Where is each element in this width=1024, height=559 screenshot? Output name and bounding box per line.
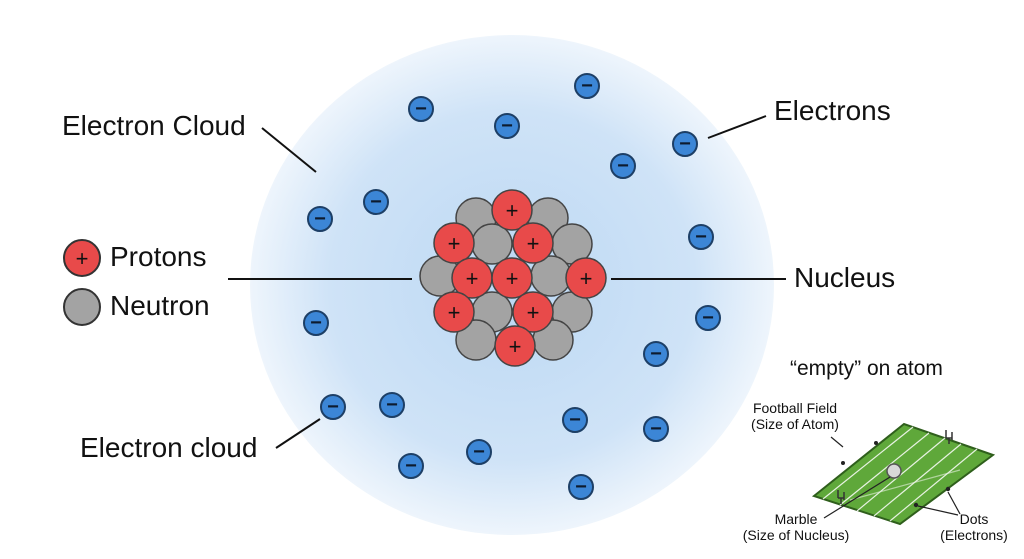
- football-field-inset: [811, 422, 996, 526]
- legend-neutron-label: Neutron: [110, 290, 210, 321]
- svg-text:−: −: [310, 312, 322, 334]
- electron: −: [695, 305, 721, 331]
- proton: [433, 291, 475, 333]
- electron: −: [363, 189, 389, 215]
- dots-label-title: Dots: [959, 511, 989, 527]
- proton-sign: +: [448, 231, 461, 256]
- svg-text:+: +: [76, 246, 89, 271]
- electron: −: [562, 407, 588, 433]
- neutron: [471, 223, 513, 265]
- proton: [491, 189, 533, 231]
- electron: −: [568, 474, 594, 500]
- label-electrons: Electrons: [774, 95, 891, 126]
- proton-sign: +: [580, 266, 593, 291]
- leader-electron-cloud-top: [261, 127, 317, 173]
- electron: −: [320, 394, 346, 420]
- marble: [886, 463, 902, 479]
- electron: −: [408, 96, 434, 122]
- proton-signs: + + + + + + + + +: [448, 198, 593, 359]
- electron: −: [494, 113, 520, 139]
- label-electron-cloud-top: Electron Cloud: [62, 110, 246, 141]
- leader-dots: [947, 491, 961, 515]
- svg-text:−: −: [650, 418, 662, 440]
- dots-label: Dots (Electrons): [934, 511, 1014, 543]
- svg-text:−: −: [575, 476, 587, 498]
- svg-text:−: −: [314, 208, 326, 230]
- field-label-sub: (Size of Atom): [751, 416, 839, 433]
- leader-marble: [823, 476, 891, 519]
- label-electron-cloud-bottom: Electron cloud: [80, 432, 258, 463]
- nucleus: [419, 189, 607, 367]
- svg-text:−: −: [650, 343, 662, 365]
- proton-sign: +: [509, 334, 522, 359]
- inset-title: “empty” on atom: [790, 357, 943, 380]
- svg-text:−: −: [702, 307, 714, 329]
- legend-protons-label: Protons: [110, 241, 207, 272]
- proton-sign: +: [527, 300, 540, 325]
- proton: [565, 257, 607, 299]
- leader-electron-cloud-bottom: [275, 418, 321, 449]
- svg-text:−: −: [415, 98, 427, 120]
- svg-text:−: −: [327, 396, 339, 418]
- proton-sign: +: [506, 266, 519, 291]
- proton-sign: +: [466, 266, 479, 291]
- field-label-title: Football Field: [752, 400, 838, 416]
- svg-text:−: −: [405, 455, 417, 477]
- goal-post-icon: [837, 490, 845, 504]
- electron: −: [574, 73, 600, 99]
- goal-post-icon: [945, 430, 953, 444]
- proton: [512, 291, 554, 333]
- electron: −: [643, 341, 669, 367]
- leader-electrons: [707, 115, 767, 139]
- dots-label-sub: (Electrons): [940, 527, 1008, 544]
- svg-text:−: −: [386, 394, 398, 416]
- football-field: [811, 422, 996, 526]
- label-nucleus: Nucleus: [794, 262, 896, 293]
- svg-text:−: −: [370, 191, 382, 213]
- svg-text:−: −: [581, 75, 593, 97]
- svg-text:−: −: [695, 226, 707, 248]
- proton-sign: +: [527, 231, 540, 256]
- marble-label-title: Marble: [774, 511, 818, 527]
- svg-text:−: −: [679, 133, 691, 155]
- electron-dot: [913, 502, 919, 508]
- svg-text:−: −: [569, 409, 581, 431]
- leader-dots: [917, 505, 959, 516]
- electron: −: [303, 310, 329, 336]
- proton-sign: +: [448, 300, 461, 325]
- electron: −: [610, 153, 636, 179]
- electron-dot: [874, 441, 878, 445]
- electron: −: [643, 416, 669, 442]
- svg-text:−: −: [501, 115, 513, 137]
- svg-text:−: −: [473, 441, 485, 463]
- proton: [433, 222, 475, 264]
- legend-neutron-icon: [63, 288, 101, 326]
- electron: −: [379, 392, 405, 418]
- electron-dot: [841, 461, 845, 465]
- proton: [491, 257, 533, 299]
- proton: [512, 222, 554, 264]
- electron-dot: [945, 486, 951, 492]
- marble-label: Marble (Size of Nucleus): [736, 511, 856, 543]
- electron: −: [307, 206, 333, 232]
- field-label: Football Field (Size of Atom): [740, 400, 850, 432]
- leader-field: [830, 436, 844, 448]
- electron: −: [466, 439, 492, 465]
- proton-sign: +: [506, 198, 519, 223]
- svg-text:−: −: [617, 155, 629, 177]
- electron: −: [688, 224, 714, 250]
- electron: −: [672, 131, 698, 157]
- marble-label-sub: (Size of Nucleus): [742, 527, 850, 544]
- proton: [494, 325, 536, 367]
- electron: −: [398, 453, 424, 479]
- electrons: − − − − − − − − − − − − − − − − − −: [303, 73, 721, 500]
- legend-proton-icon: +: [63, 239, 101, 277]
